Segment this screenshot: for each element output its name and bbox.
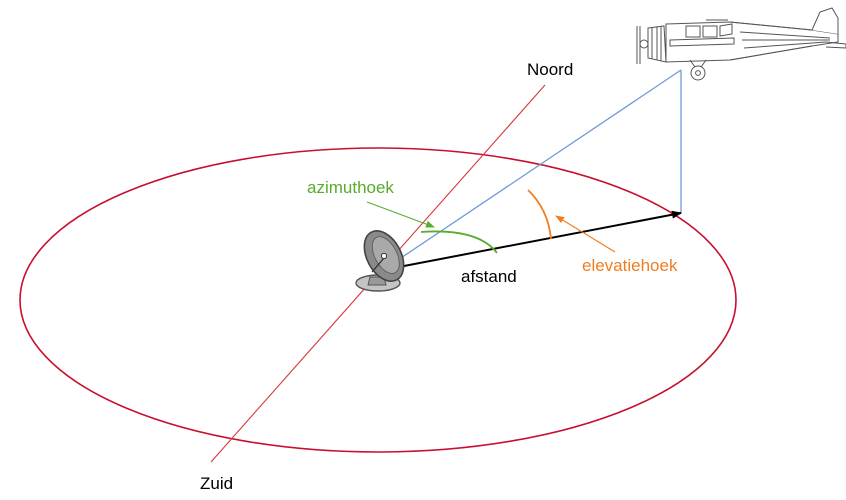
azimuth-label: azimuthoek [307,178,394,197]
airplane-icon [636,7,846,81]
azimuth-arc [420,230,498,254]
north-label: Noord [527,60,573,79]
line-of-sight [382,69,682,271]
distance-label: afstand [461,267,517,286]
horizon-ellipse [19,147,737,453]
elevation-label: elevatiehoek [582,256,678,275]
elevation-pointer [555,215,616,253]
elevation-arc [527,189,552,240]
azimuth-pointer [366,201,435,228]
distance-arrow [382,210,682,271]
south-label: Zuid [200,474,233,493]
radar-dish-icon [355,230,405,292]
